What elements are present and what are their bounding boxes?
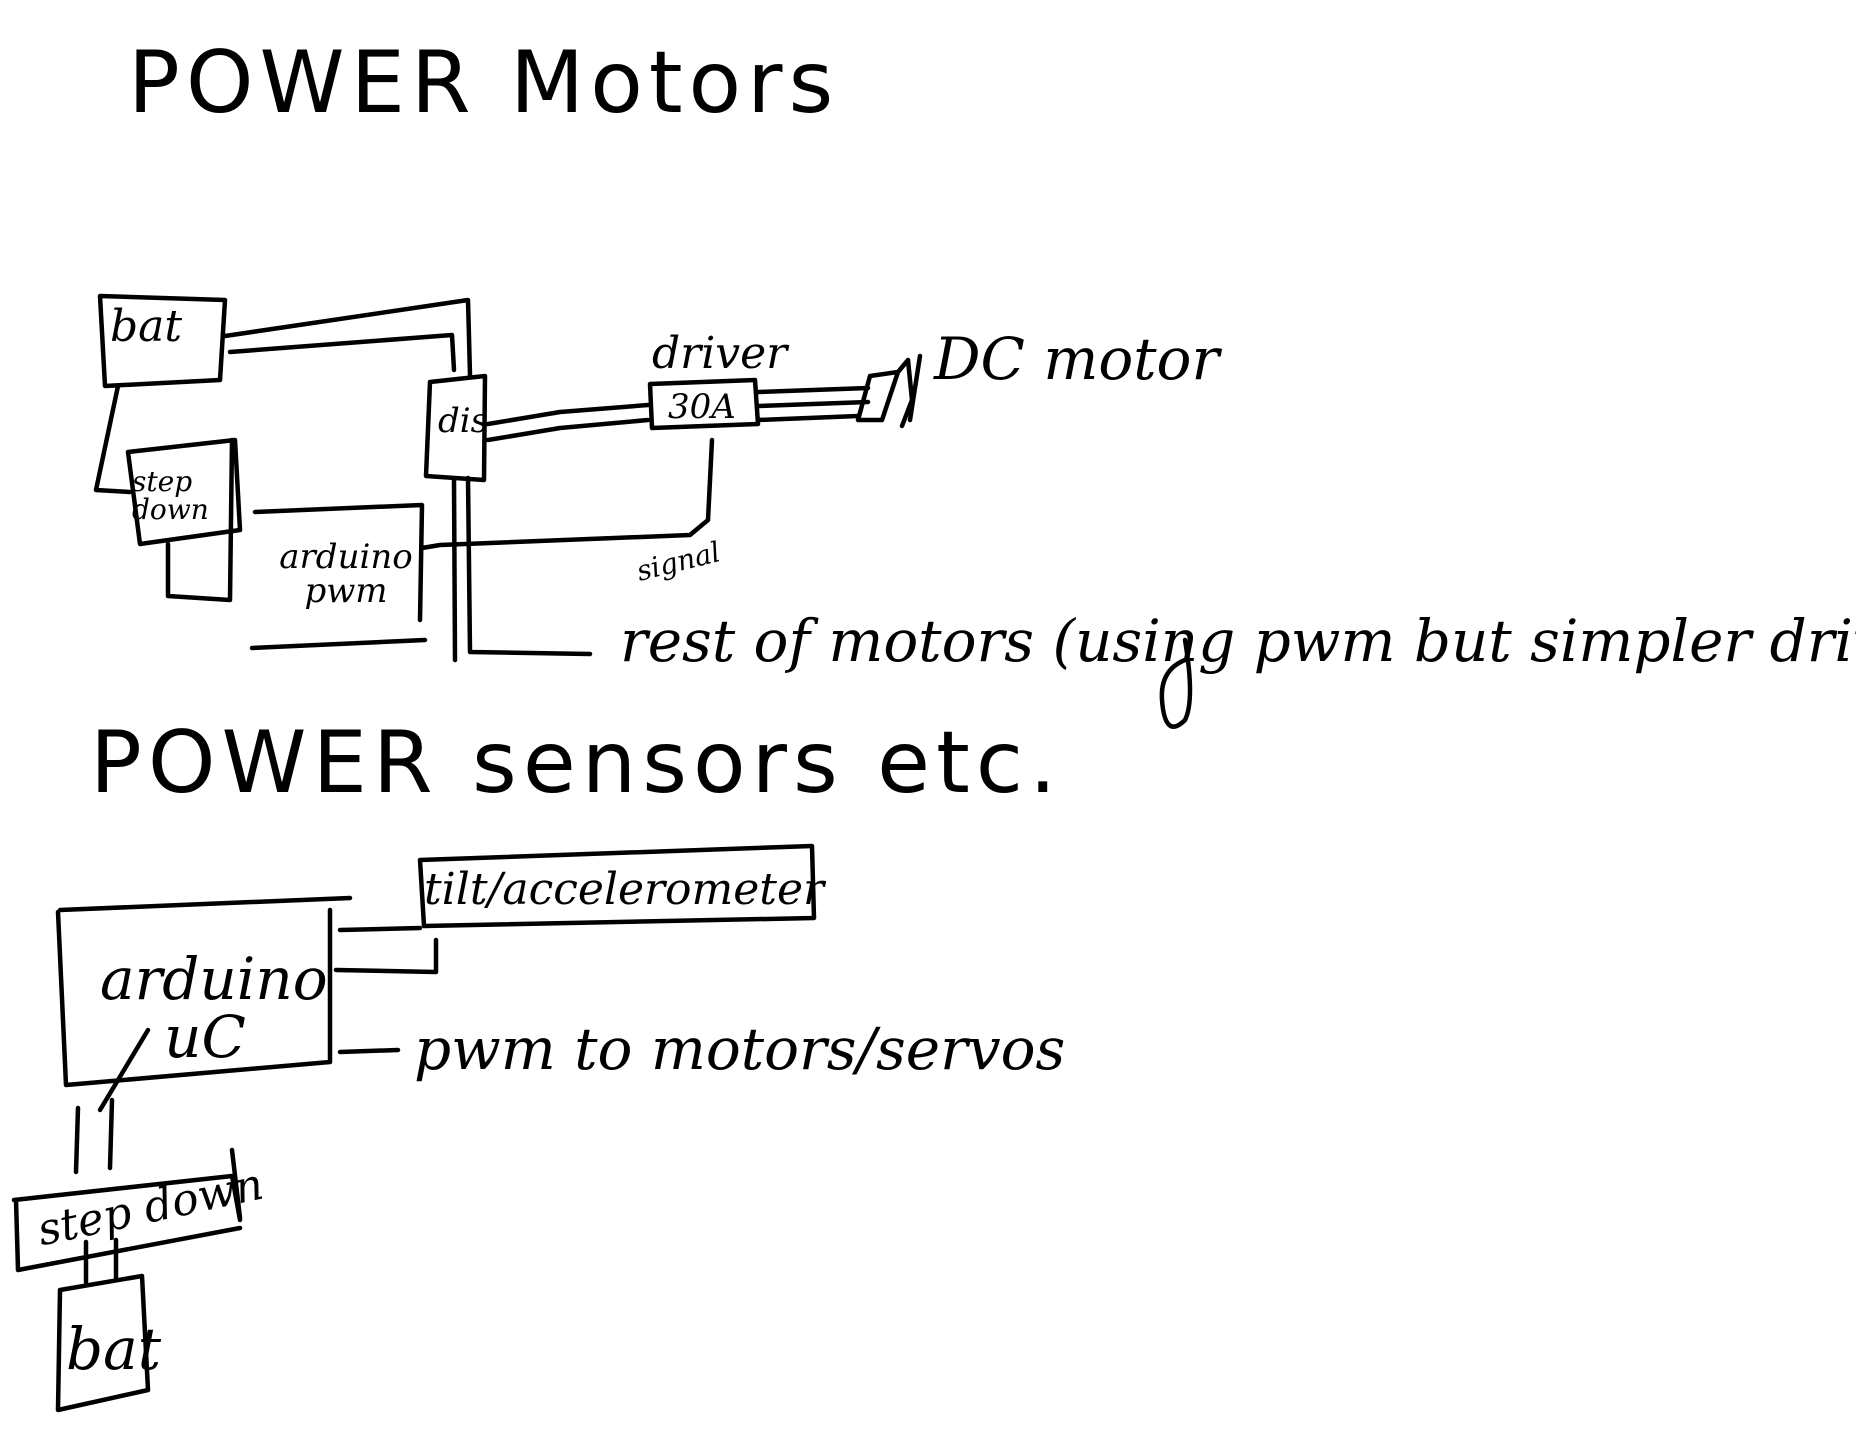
arduino-to-tilt-wire bbox=[337, 925, 423, 933]
arduino-to-tilt-wire-2 bbox=[333, 937, 439, 975]
tilt-accelerometer-label: tilt/accelerometer bbox=[424, 864, 825, 915]
driver-box bbox=[647, 377, 761, 431]
step-down-label: step down bbox=[132, 465, 209, 526]
distribution-box bbox=[423, 373, 488, 483]
battery-wire-top-2 bbox=[227, 332, 457, 373]
driver-to-motor-wire-2 bbox=[755, 399, 871, 409]
dis-down-wire bbox=[451, 477, 458, 663]
battery-label: bat bbox=[110, 301, 183, 352]
step-down-box bbox=[125, 437, 243, 547]
battery-wire-left bbox=[93, 383, 133, 495]
battery-wire-top bbox=[222, 297, 473, 378]
arduino-pwm-box bbox=[249, 502, 428, 651]
driver-label: driver bbox=[652, 328, 788, 379]
distribution-label: dis bbox=[438, 401, 489, 441]
paren-loop bbox=[1159, 637, 1193, 729]
heading-power-motors: POWER Motors bbox=[128, 33, 840, 133]
arduino-uc-box bbox=[55, 895, 353, 1088]
pwm-output-label: pwm to motors/servos bbox=[414, 1015, 1066, 1083]
dis-to-driver-wire bbox=[485, 402, 651, 427]
driver-to-motor-wire-3 bbox=[755, 413, 861, 423]
step-down-wire bbox=[165, 437, 235, 603]
driver-to-motor-wire bbox=[755, 385, 871, 395]
sensors-battery-label: bat bbox=[66, 1315, 162, 1383]
pwm-output-wire bbox=[337, 1047, 401, 1055]
sensors-step-down-right bbox=[229, 1147, 243, 1221]
sensors-battery-box bbox=[55, 1273, 151, 1413]
arduino-to-stepdown-wire-2 bbox=[107, 1097, 115, 1171]
arduino-to-stepdown-wire bbox=[73, 1105, 81, 1175]
driver-rating-label: 30A bbox=[668, 387, 736, 427]
dc-motor-symbol bbox=[855, 353, 923, 429]
tilt-box bbox=[417, 843, 817, 929]
battery-box bbox=[97, 293, 228, 389]
arduino-pwm-label: arduino pwm bbox=[279, 537, 413, 611]
dc-motor-label: DC motor bbox=[934, 325, 1220, 393]
dis-to-driver-wire-2 bbox=[485, 417, 651, 443]
arduino-diag-wire bbox=[97, 1027, 151, 1113]
arduino-uc-label: arduino uC bbox=[100, 945, 328, 1071]
heading-power-sensors: POWER sensors etc. bbox=[90, 713, 1063, 813]
signal-wire bbox=[419, 437, 715, 551]
rest-of-motors-wire bbox=[465, 475, 593, 657]
rest-of-motors-label: rest of motors (using pwm but simpler dr… bbox=[620, 607, 1856, 675]
